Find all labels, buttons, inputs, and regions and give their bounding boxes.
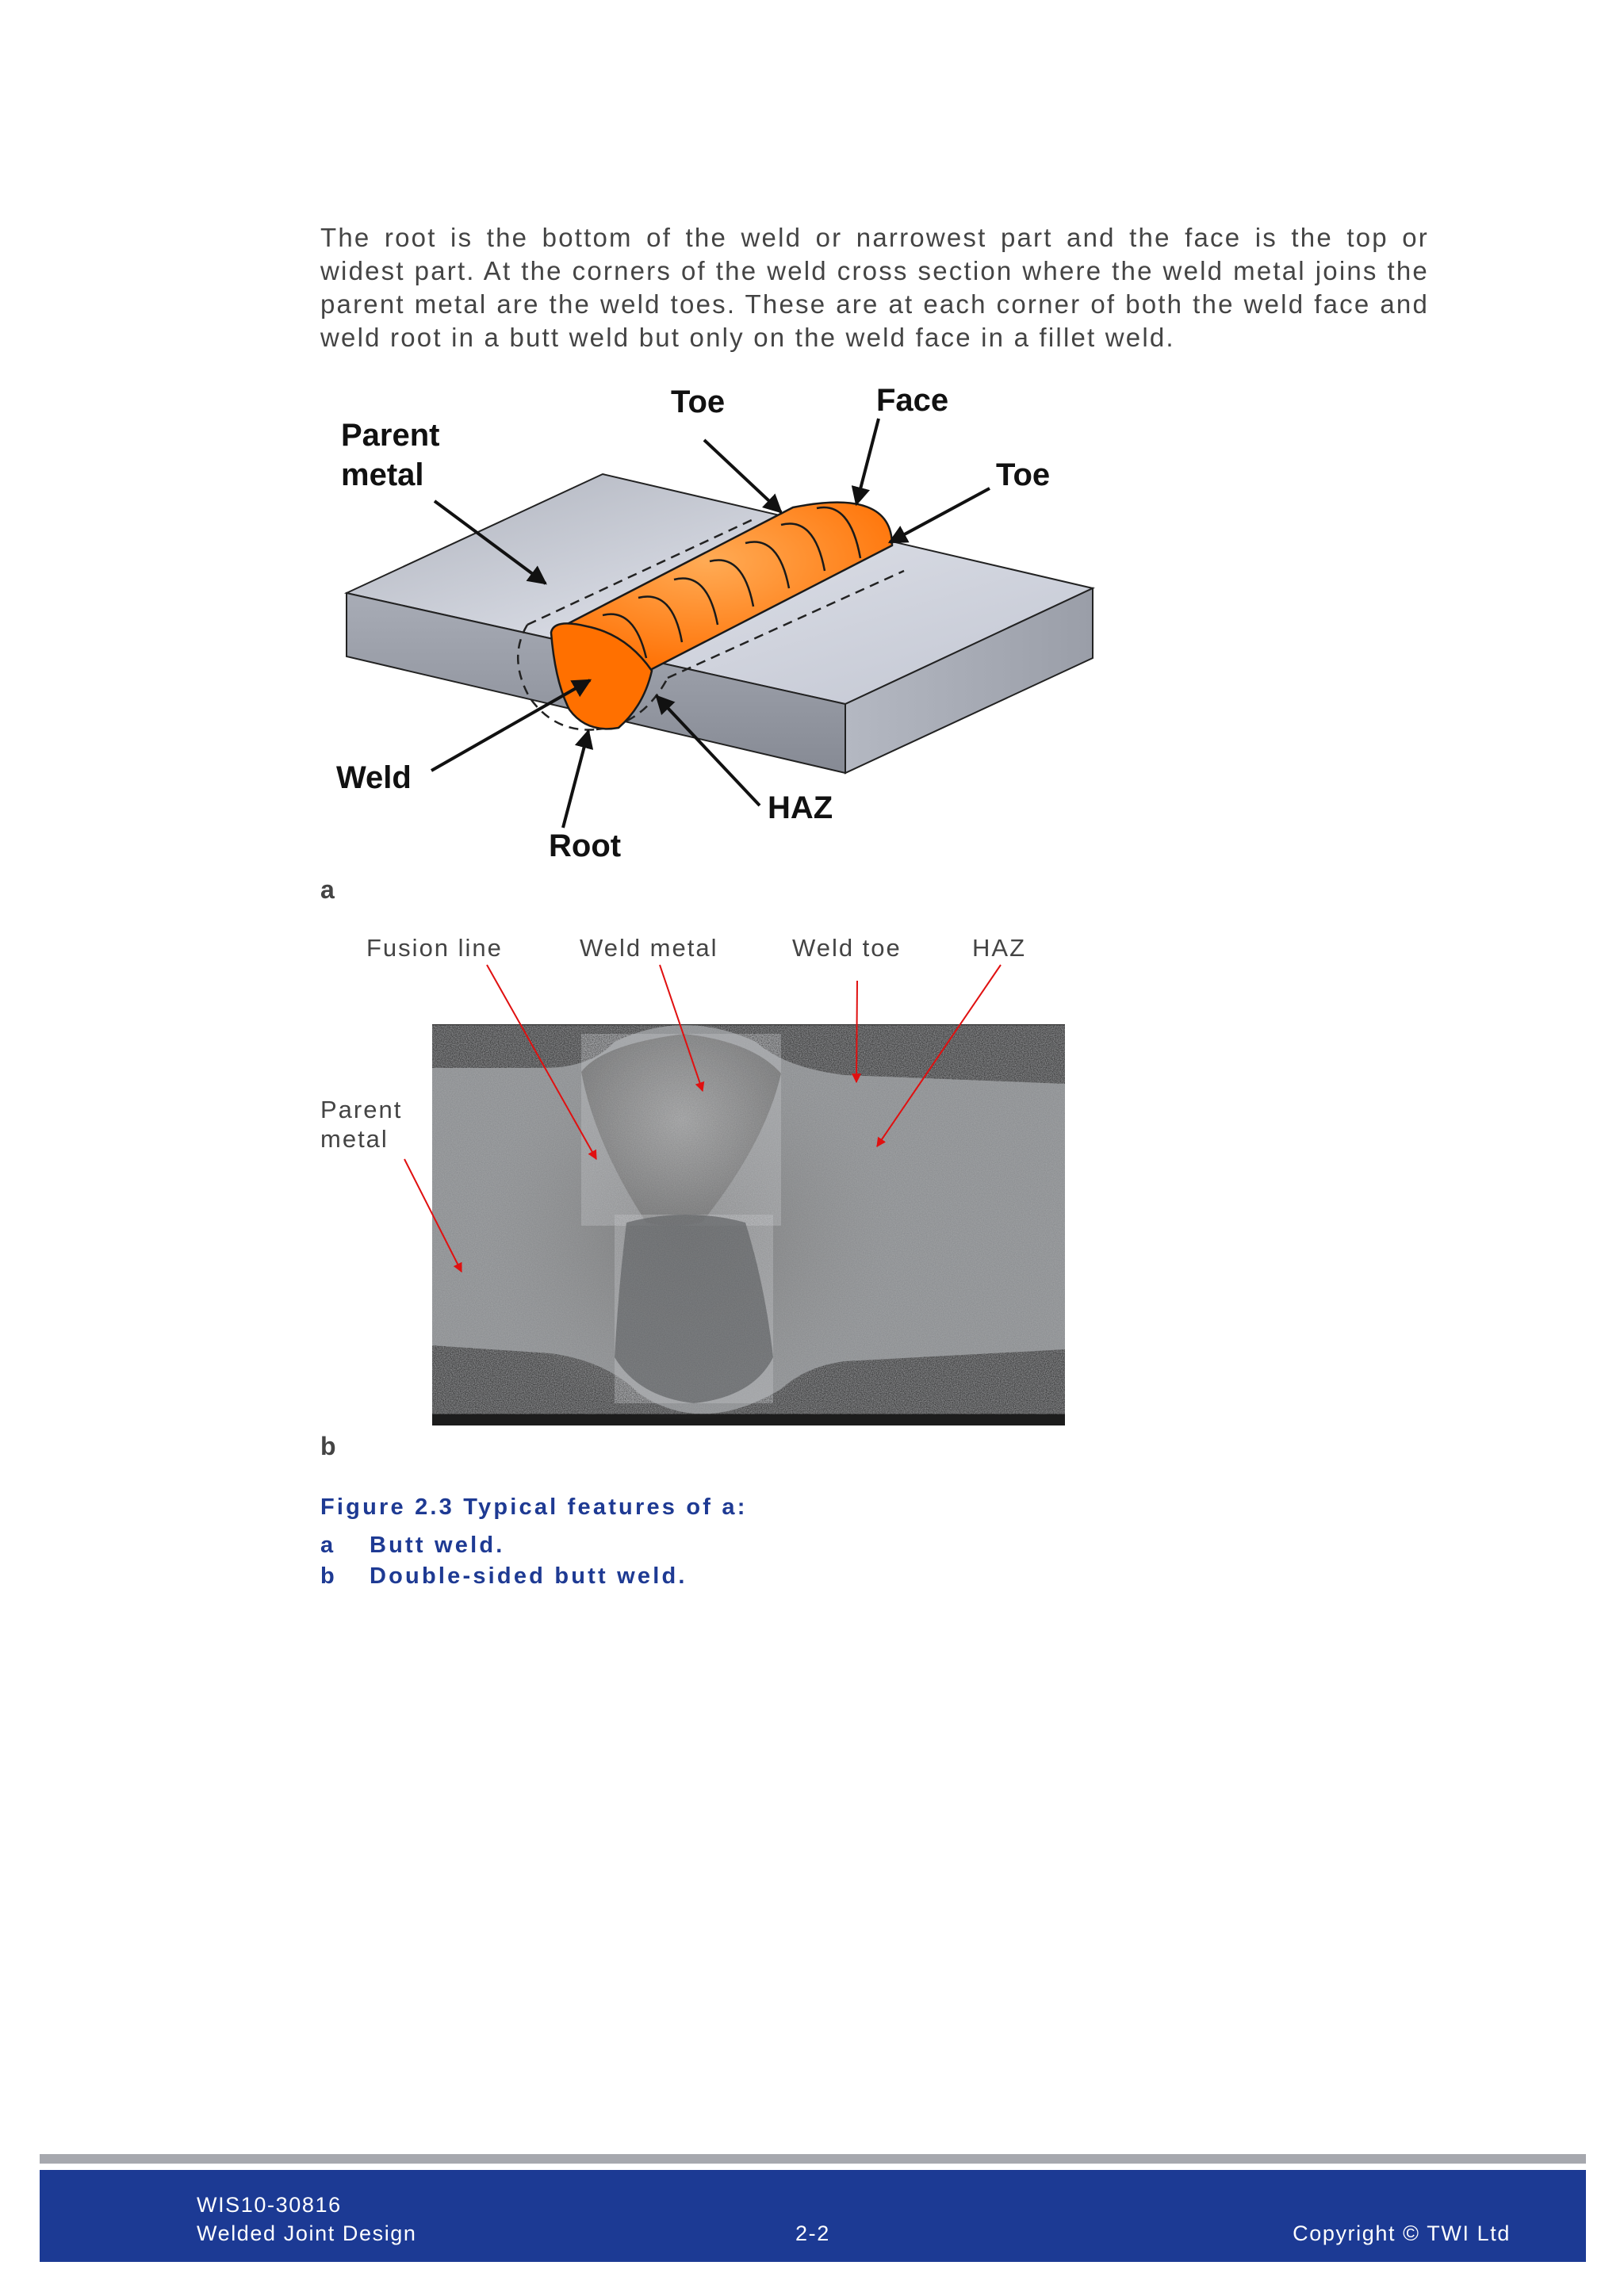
footer-page-number: 2-2 (795, 2221, 830, 2245)
label-parent-metal-1: Parent (341, 418, 440, 453)
label-haz-b: HAZ (972, 934, 1026, 962)
figure-caption-item-a: a Butt weld. (320, 1533, 505, 1559)
sublabel-b: b (320, 1432, 336, 1460)
label-weld: Weld (336, 760, 412, 795)
figure-caption-title: Figure 2.3 Typical features of a: (320, 1494, 748, 1520)
label-haz: HAZ (768, 790, 833, 825)
body-paragraph: The root is the bottom of the weld or na… (320, 223, 1429, 352)
label-parent-metal-b1: Parent (320, 1096, 403, 1123)
label-fusion-line: Fusion line (366, 934, 503, 962)
sublabel-a: a (320, 875, 335, 904)
weld-bead (550, 501, 894, 730)
label-face: Face (876, 383, 948, 418)
caption-text-a: Butt weld. (370, 1533, 505, 1558)
page-footer: WIS10-30816 Welded Joint Design 2-2 Copy… (40, 2170, 1586, 2262)
label-weld-toe: Weld toe (792, 934, 902, 962)
figure-caption-item-b: b Double-sided butt weld. (320, 1563, 688, 1590)
footer-doc-id: WIS10-30816 (197, 2193, 342, 2217)
caption-letter-a: a (320, 1533, 336, 1558)
fig-a-arrows (431, 418, 990, 828)
footer-doc-title: Welded Joint Design (197, 2221, 417, 2245)
label-toe-right: Toe (996, 457, 1050, 492)
caption-text-b: Double-sided butt weld. (370, 1563, 688, 1589)
weld-macrograph (432, 1024, 1065, 1425)
footer-copyright: Copyright © TWI Ltd (1293, 2221, 1511, 2245)
haz-boundary (516, 518, 905, 731)
footer-rule (40, 2154, 1586, 2164)
label-parent-metal-b2: metal (320, 1125, 389, 1153)
butt-weld-diagram: Parent metal Toe Face Toe Weld Root HAZ (336, 383, 1096, 863)
label-root: Root (549, 828, 621, 863)
label-parent-metal-2: metal (341, 457, 424, 492)
label-toe-left: Toe (671, 385, 725, 419)
label-weld-metal: Weld metal (580, 934, 718, 962)
caption-letter-b: b (320, 1563, 337, 1589)
